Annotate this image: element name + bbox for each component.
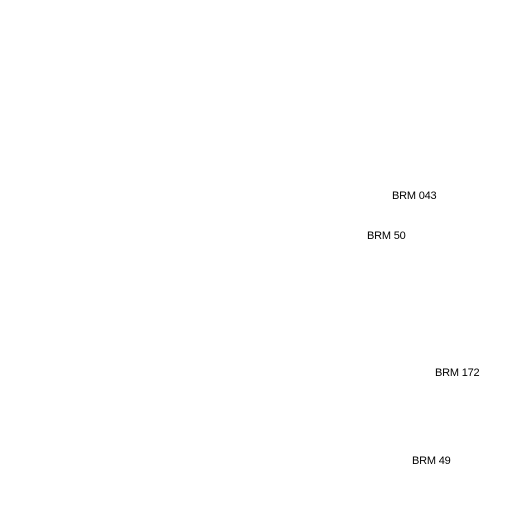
map-label-brm-50: BRM 50 (367, 230, 406, 242)
map-label-brm-172: BRM 172 (435, 367, 480, 379)
map-label-brm-043: BRM 043 (392, 190, 437, 202)
map-label-brm-49: BRM 49 (412, 455, 451, 467)
